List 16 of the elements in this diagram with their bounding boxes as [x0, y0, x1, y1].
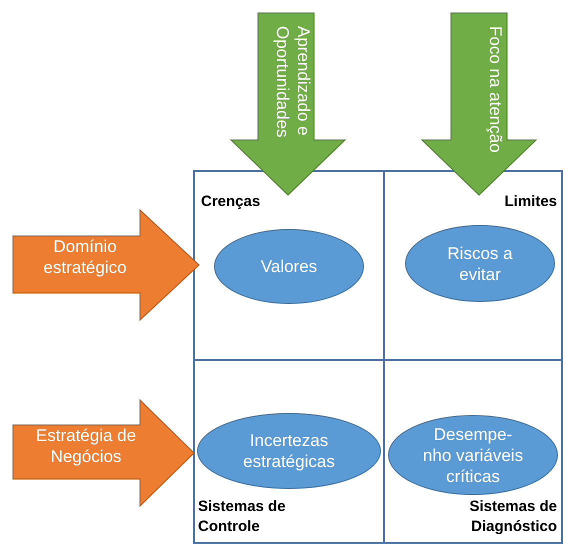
arrow-label: Aprendizado e Oportunidades [272, 26, 314, 140]
grid-cell [193, 359, 385, 544]
ellipse-node: Valores [214, 229, 364, 304]
arrow-label: Estratégia de Negócios [34, 425, 138, 467]
grid-cell [383, 359, 563, 544]
cell-heading: Crenças [201, 192, 262, 212]
cell-heading: Sistemas de Controle [198, 497, 287, 537]
arrow-label: Domínio estratégico [42, 236, 128, 278]
cell-heading: Sistemas de Diagnóstico [468, 497, 557, 537]
arrow-label: Foco na atenção [485, 26, 506, 155]
grid-cell [383, 170, 563, 361]
ellipse-node: Incertezas estratégicas [197, 413, 381, 489]
cell-heading: Limites [503, 192, 557, 212]
ellipse-node: Riscos a evitar [405, 225, 555, 302]
grid-cell [193, 170, 385, 361]
ellipse-node: Desempe- nho variáveis críticas [388, 415, 558, 495]
